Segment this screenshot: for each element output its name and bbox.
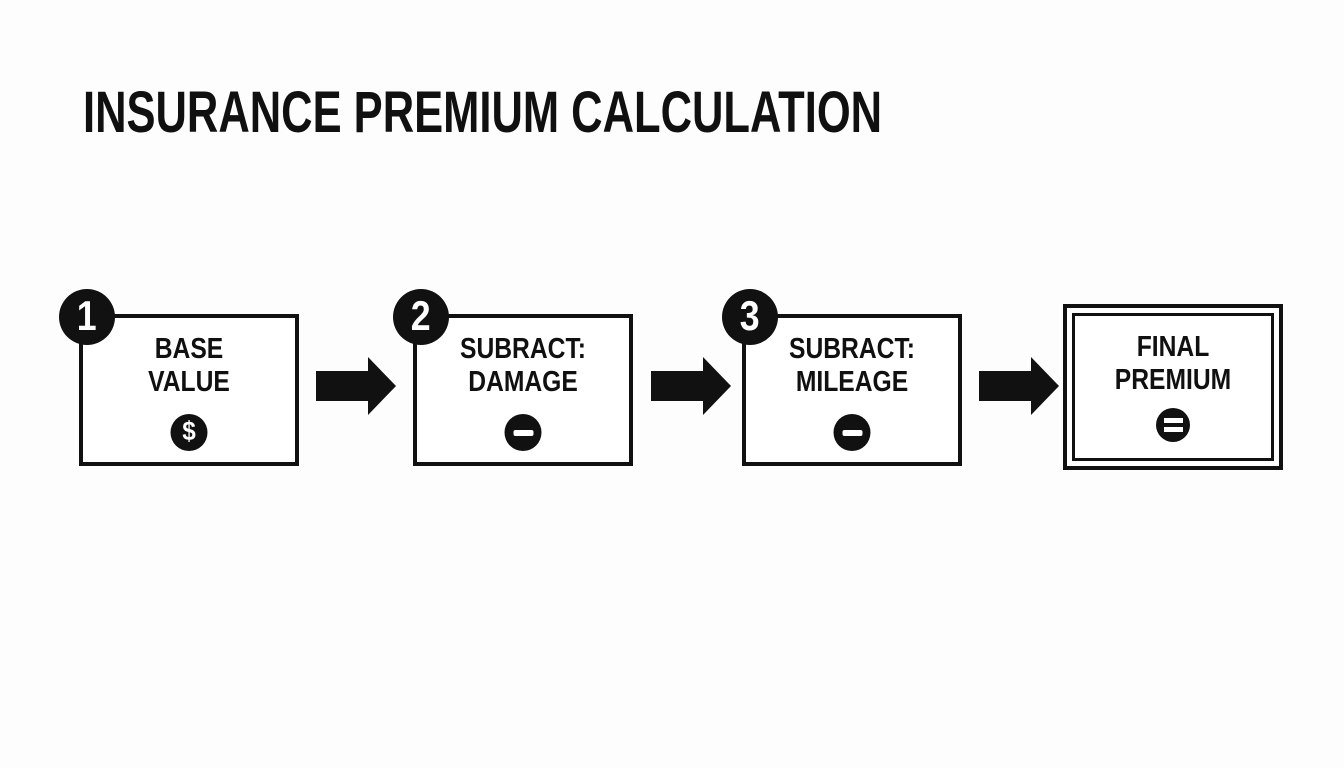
step-label-line: SUBRACT: xyxy=(460,333,586,365)
step-number: 2 xyxy=(411,291,431,339)
arrow-right-icon xyxy=(979,357,1059,415)
arrow-head xyxy=(703,357,731,415)
arrow-right-icon xyxy=(316,357,396,415)
step-box-base-value: 1 BASE VALUE $ xyxy=(59,289,299,466)
equals-icon xyxy=(1156,408,1190,442)
final-box-inner-border: FINAL PREMIUM xyxy=(1072,313,1274,461)
dollar-glyph: $ xyxy=(182,416,196,446)
step-label: SUBRACT: MILEAGE xyxy=(762,333,942,399)
equals-bars xyxy=(1163,418,1183,432)
step-box-subtract-mileage: 3 SUBRACT: MILEAGE xyxy=(722,289,962,466)
step-label-line: FINAL xyxy=(1136,331,1210,363)
arrow-head xyxy=(368,357,396,415)
arrow-right-icon xyxy=(651,357,731,415)
arrow-shaft xyxy=(651,371,703,401)
step-number-badge: 2 xyxy=(393,289,449,345)
step-box-final-premium: FINAL PREMIUM xyxy=(1063,304,1283,470)
minus-bar xyxy=(842,429,862,436)
step-label-line: BASE xyxy=(154,333,224,365)
minus-icon xyxy=(833,414,871,451)
page-title: INSURANCE PREMIUM CALCULATION xyxy=(83,80,883,145)
minus-icon xyxy=(504,414,542,451)
step-label: BASE VALUE xyxy=(99,333,279,399)
minus-bar xyxy=(513,429,533,436)
step-label-line: PREMIUM xyxy=(1114,364,1232,396)
step-number: 1 xyxy=(77,291,97,339)
step-label-line: VALUE xyxy=(148,366,230,398)
step-label-line: SUBRACT: xyxy=(789,333,915,365)
arrow-shaft xyxy=(979,371,1031,401)
step-label-line: MILEAGE xyxy=(795,366,909,398)
dollar-icon: $ xyxy=(170,414,208,451)
step-number-badge: 1 xyxy=(59,289,115,345)
step-number-badge: 3 xyxy=(722,289,778,345)
arrow-shaft xyxy=(316,371,368,401)
step-number: 3 xyxy=(740,291,760,339)
step-label: FINAL PREMIUM xyxy=(1090,331,1257,397)
step-label: SUBRACT: DAMAGE xyxy=(433,333,613,399)
step-label-line: DAMAGE xyxy=(468,366,578,398)
arrow-head xyxy=(1031,357,1059,415)
step-box-subtract-damage: 2 SUBRACT: DAMAGE xyxy=(393,289,633,466)
